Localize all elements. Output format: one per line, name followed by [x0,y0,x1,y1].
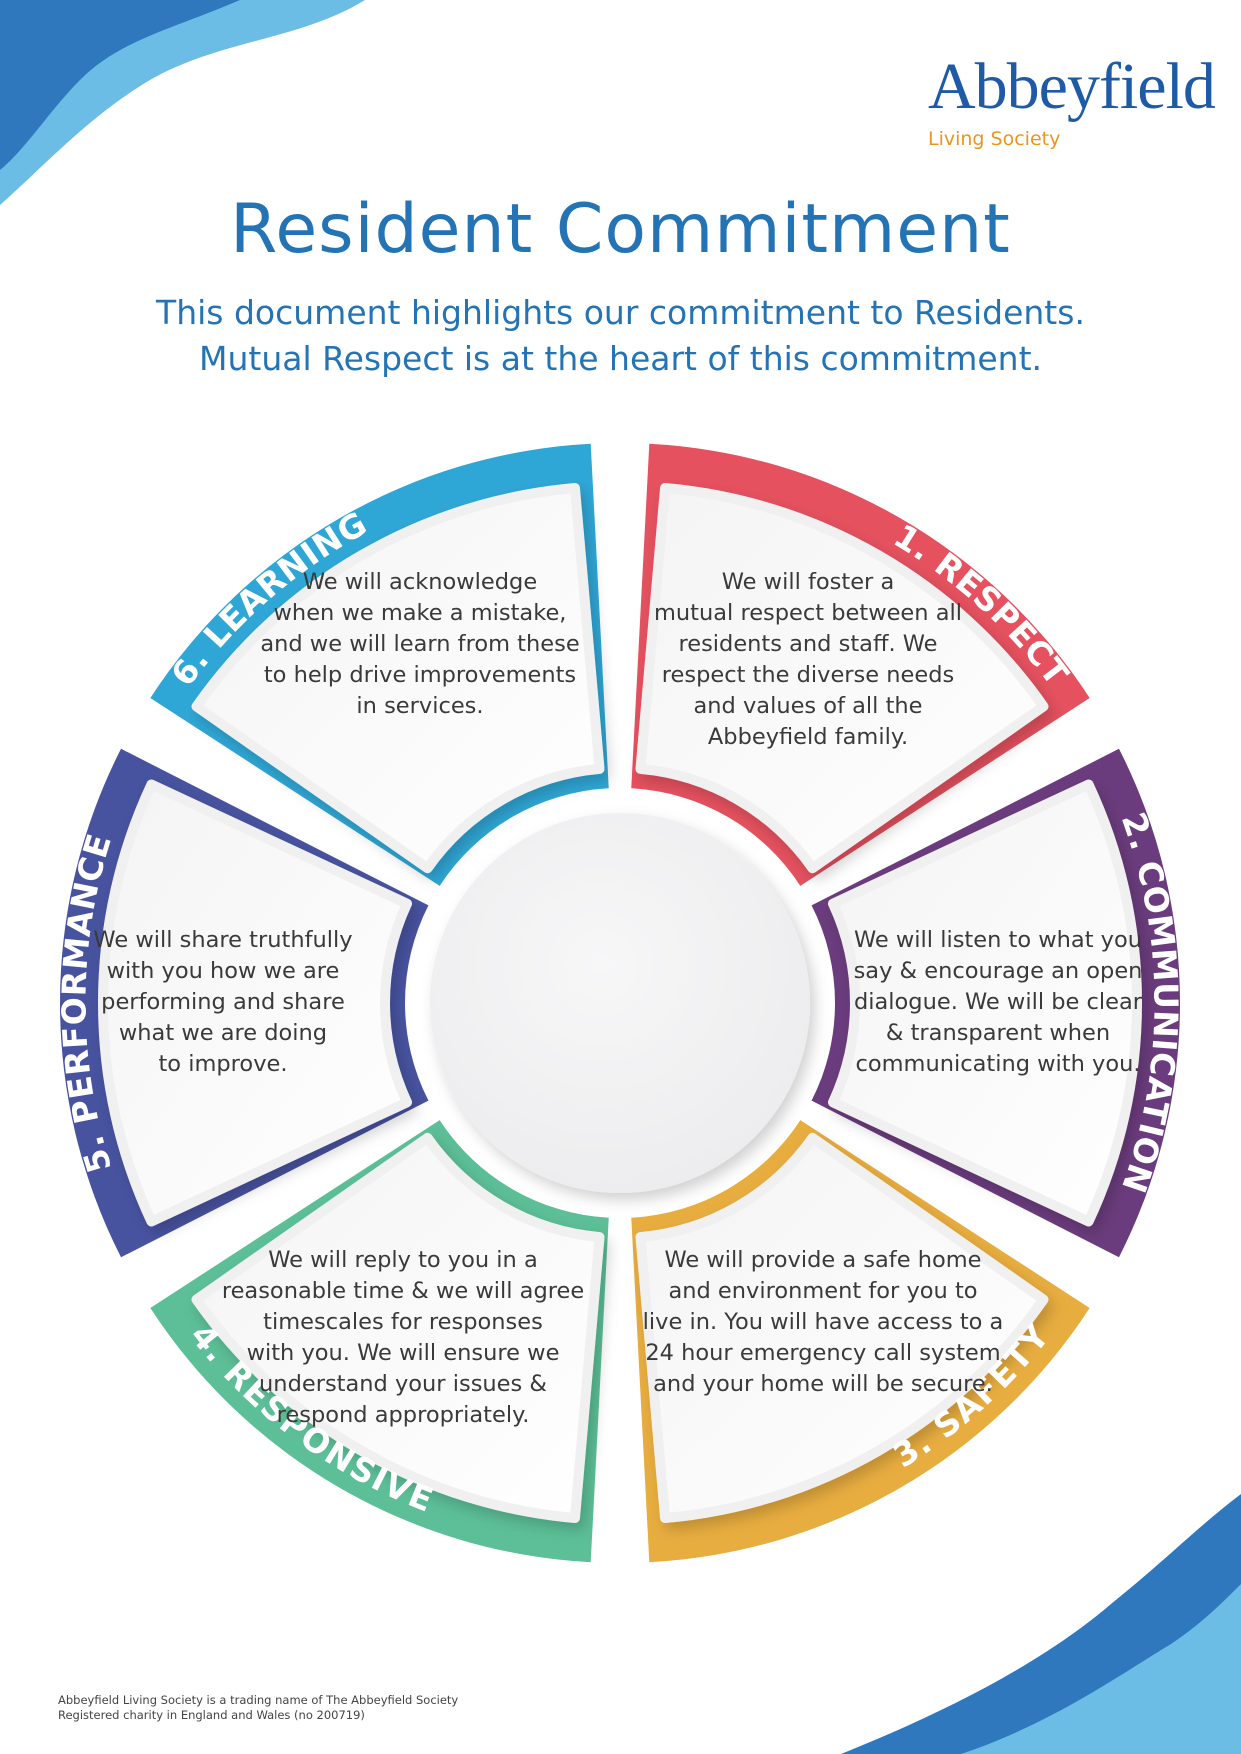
segment-card-responsive [191,1132,605,1524]
segment-text-responsive: We will reply to you in a reasonable tim… [221,1247,585,1428]
wheel-hub [430,813,810,1193]
segment-card-communication [827,779,1142,1227]
corner-wave-top-left [0,0,365,205]
footer-line: Registered charity in England and Wales … [58,1708,365,1722]
segment-text-safety: We will provide a safe home and environm… [642,1247,1004,1397]
abbeyfield-logo: Abbeyfield Living Society [924,48,1216,158]
subtitle-line: This document highlights our commitment … [156,293,1085,332]
segment-card-respect [635,482,1049,874]
page-title: Resident Commitment [230,190,1011,269]
page-subtitle: This document highlights our commitment … [0,290,1241,382]
segment-text-communication: We will listen to what you say & encoura… [853,927,1143,1077]
segment-text-performance: We will share truthfully with you how we… [93,927,353,1077]
segment-text-respect: We will foster a mutual respect between … [654,569,962,750]
segment-card-learning [191,482,605,874]
segment-card-safety [635,1132,1049,1524]
corner-wave-bottom-right [841,1494,1241,1754]
footer-line: Abbeyfield Living Society is a trading n… [58,1693,459,1707]
segment-text-learning: We will acknowledge when we make a mista… [260,569,580,719]
segment-card-performance [98,779,413,1227]
logo-wordmark: Abbeyfield [928,50,1216,123]
subtitle-line: Mutual Respect is at the heart of this c… [199,339,1042,378]
logo-tagline: Living Society [928,128,1061,150]
footer-note: Abbeyfield Living Society is a trading n… [58,1693,458,1723]
